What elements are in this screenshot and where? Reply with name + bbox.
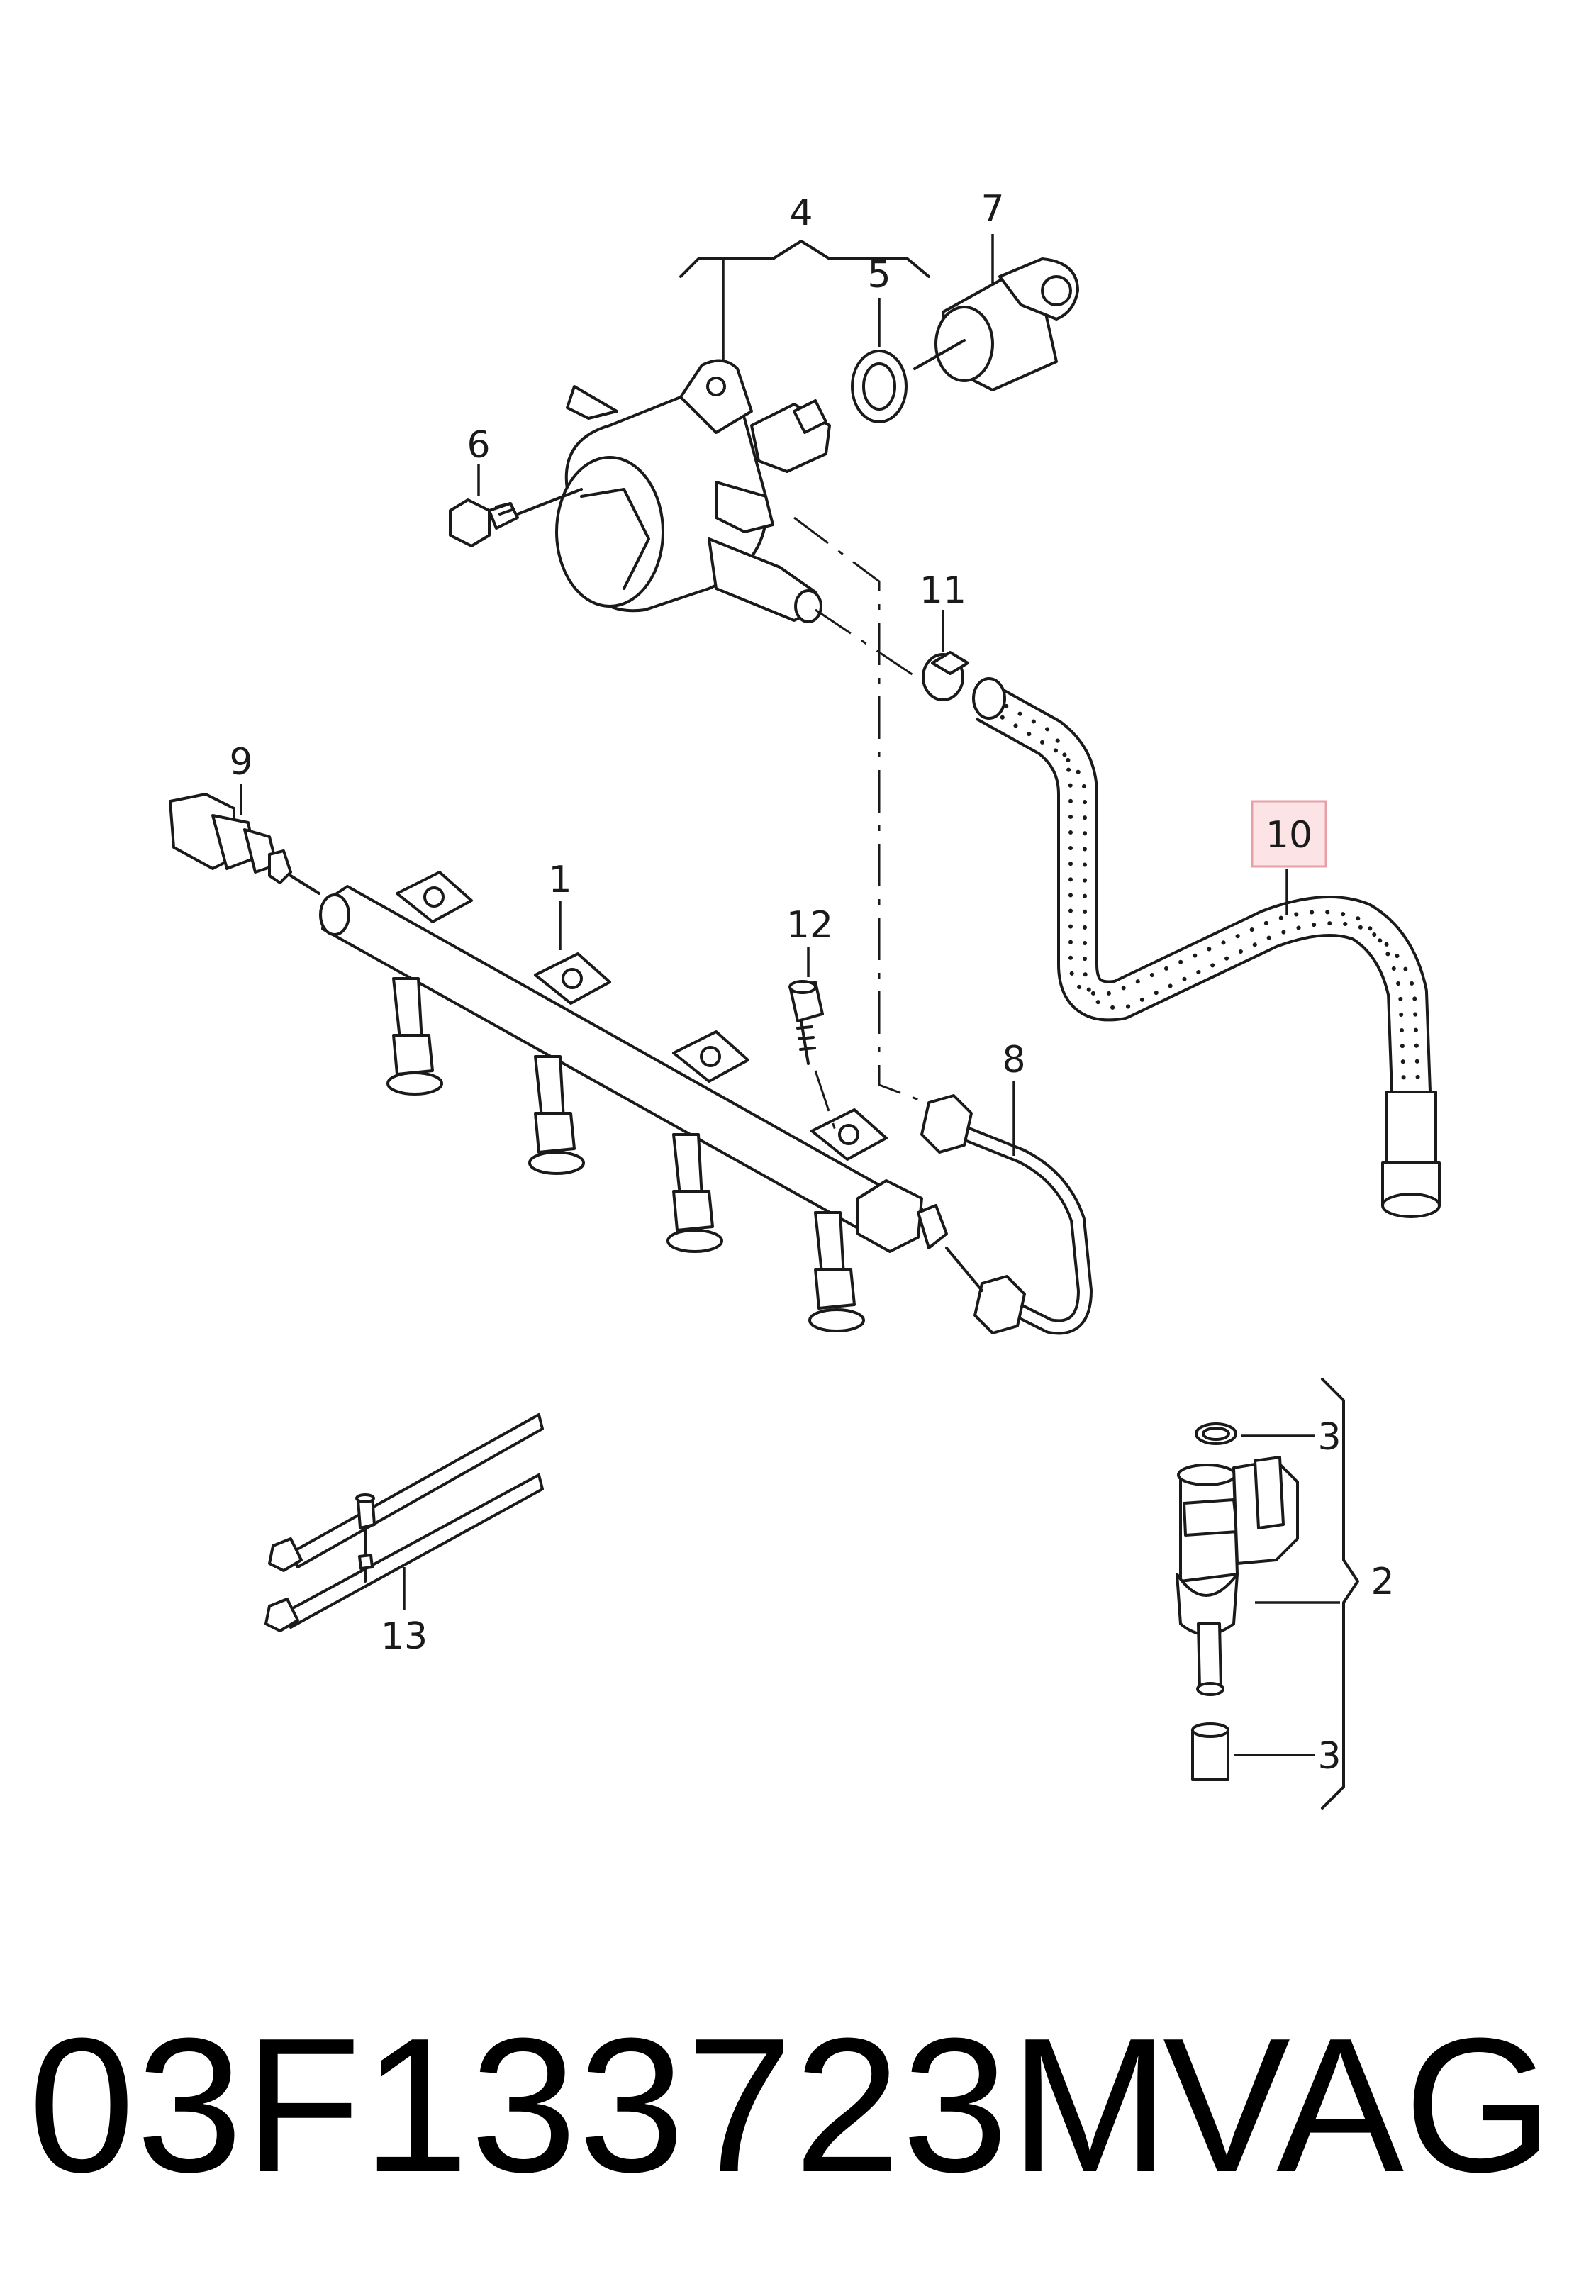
callout-6: 6 (467, 424, 490, 467)
callout-10-highlight (1251, 800, 1327, 868)
callout-7: 7 (981, 188, 1004, 230)
callout-3b: 3 (1317, 1735, 1341, 1778)
high-pressure-pump (555, 240, 930, 623)
callout-9: 9 (229, 741, 252, 784)
part-number: 03F133723M (28, 1999, 1171, 2212)
fuel-pressure-sensor (169, 784, 320, 895)
fuel-injector (1176, 1378, 1359, 1810)
callout-12: 12 (786, 904, 833, 947)
callout-4: 4 (789, 192, 813, 235)
callout-3a: 3 (1317, 1416, 1341, 1459)
assembly-line-pump-to-clamp (815, 608, 922, 682)
callout-10: 10 (1266, 814, 1312, 857)
roller-tappet (913, 234, 1079, 391)
high-pressure-pipe (920, 1081, 1093, 1335)
footer: 03F133723M VAG (28, 2000, 1574, 2212)
fuel-rail (319, 871, 948, 1332)
brand-label: VAG (1163, 1999, 1553, 2212)
hose-clamp (922, 610, 969, 701)
bolt (449, 464, 583, 547)
callout-1: 1 (548, 859, 571, 901)
callout-13: 13 (381, 1615, 428, 1658)
o-ring (851, 298, 908, 423)
callout-8: 8 (1002, 1039, 1025, 1081)
callout-11: 11 (920, 569, 966, 612)
fuel-hose (972, 677, 1441, 1218)
screw (788, 947, 838, 1135)
callout-2: 2 (1371, 1561, 1394, 1603)
cable-ties (264, 1413, 544, 1632)
callout-5: 5 (867, 254, 891, 296)
